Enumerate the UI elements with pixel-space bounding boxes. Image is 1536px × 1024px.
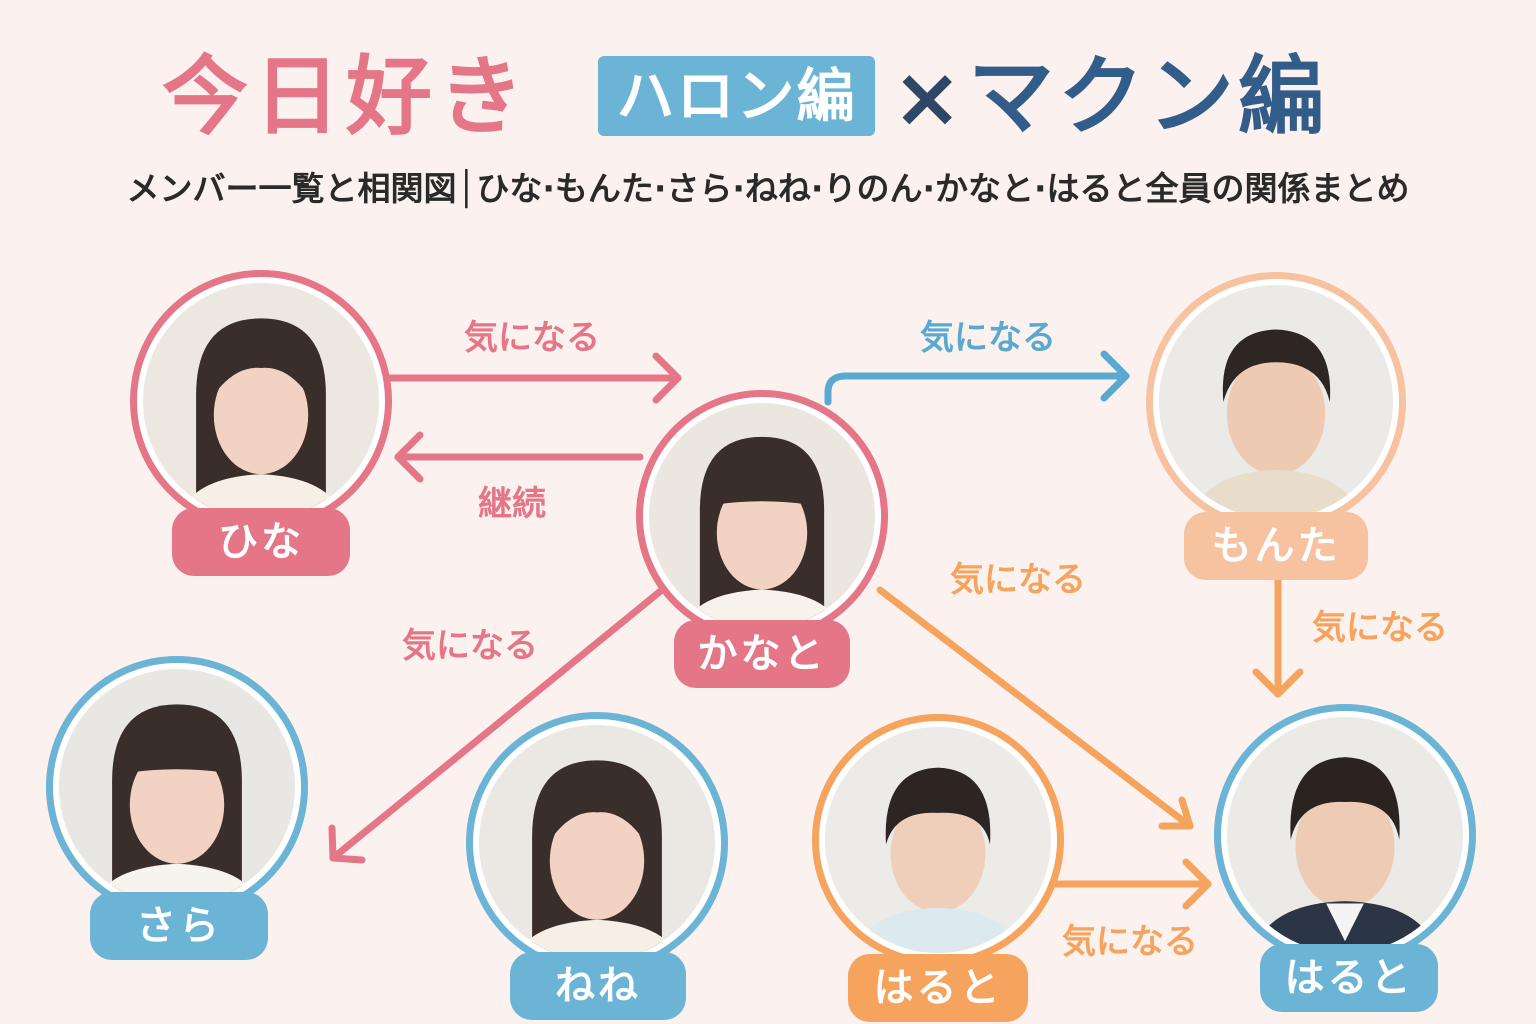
label-kanato-haruto: 気になる [950, 560, 1086, 600]
portrait-photo [59, 669, 295, 905]
name-tag: かなと [674, 620, 850, 688]
arrow-monta-haruto [1252, 564, 1304, 698]
portrait-photo [1227, 717, 1463, 953]
name-tag: ねね [510, 952, 686, 1020]
name-tag: はると [848, 954, 1028, 1022]
subtitle: メンバー一覧と相関図│ひな·もんた·さら·ねね·りのん·かなと·はると全員の関係… [126, 169, 1410, 208]
title-sub: マクン編 [968, 47, 1328, 147]
arrow-haruto-haruto [1046, 858, 1212, 910]
portrait-photo [479, 725, 715, 961]
arrow-kanato-sara [328, 581, 672, 864]
avatar [466, 712, 728, 974]
title-badge: ハロン編 [598, 56, 875, 136]
portrait-photo [143, 283, 379, 519]
portrait-photo [825, 727, 1051, 953]
arrow-kanato-monta [824, 350, 1130, 406]
avatar [46, 656, 308, 918]
portrait-photo [649, 403, 875, 629]
label-monta-haruto: 気になる [1312, 608, 1448, 648]
title-row: 今日好き ハロン編 × マクン編 [0, 42, 1536, 152]
avatar [1214, 704, 1476, 966]
name-tag: ひな [172, 508, 350, 576]
label-hina-kanato: 気になる [464, 318, 600, 358]
title-times: × [892, 48, 963, 146]
portrait-photo [1159, 285, 1393, 519]
label-kanato-sara: 気になる [402, 626, 538, 666]
avatar [1146, 272, 1406, 532]
label-kanato-hina: 継続 [478, 484, 546, 524]
arrow-kanato-hina [394, 431, 644, 483]
avatar [812, 714, 1064, 966]
avatar [636, 390, 888, 642]
title-main: 今日好き [162, 47, 530, 147]
label-kanato-monta: 気になる [920, 318, 1056, 358]
arrow-hina-kanato [386, 352, 682, 404]
name-tag: はると [1260, 944, 1438, 1012]
avatar [130, 270, 392, 532]
arrow-kanato-haruto [876, 586, 1194, 830]
name-tag: もんた [1184, 512, 1368, 580]
name-tag: さら [90, 892, 268, 960]
label-haruto-haruto: 気になる [1062, 922, 1198, 962]
